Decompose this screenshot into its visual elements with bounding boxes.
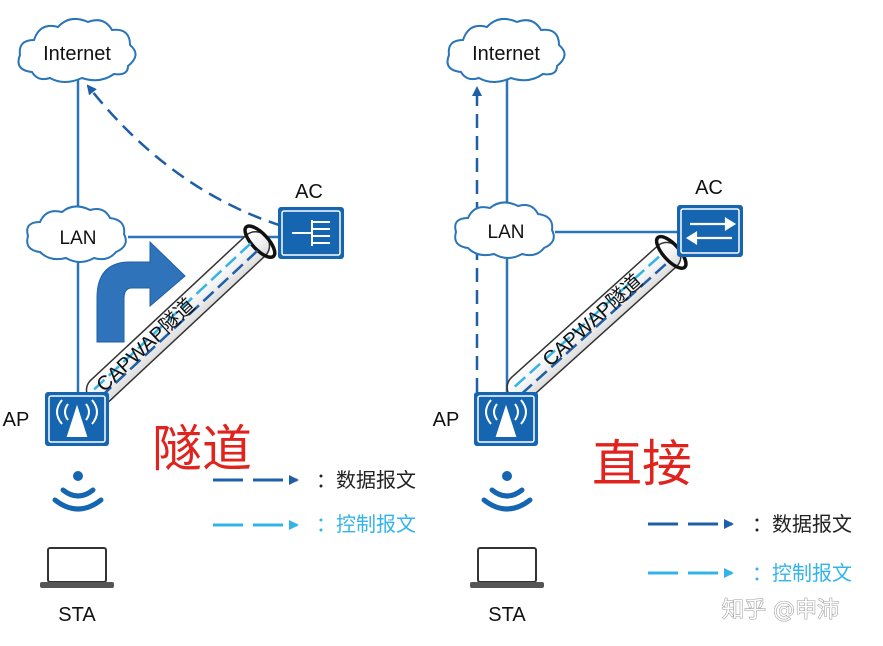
internet-label: Internet — [43, 43, 111, 65]
laptop-icon-r — [470, 547, 544, 588]
bent-arrow — [96, 240, 186, 343]
ap-device-r: AP — [433, 392, 538, 446]
internet-cloud-r: Internet — [446, 17, 566, 83]
capwap-tunnel-r: CAPWAP隧道 — [506, 234, 688, 403]
switch-icon — [292, 220, 330, 246]
mode-label-tunnel: 隧道 — [152, 420, 252, 478]
lan-cloud: LAN — [26, 205, 127, 263]
ac-label: AC — [295, 181, 323, 203]
sta-label: STA — [58, 604, 96, 626]
lan-label: LAN — [60, 228, 97, 249]
wifi-signal-icon-r — [481, 471, 533, 512]
right-panel: CAPWAP隧道 Internet LAN AC — [433, 17, 852, 626]
wireless-antenna-icon-r — [485, 399, 527, 437]
ap-label-r: AP — [433, 409, 460, 431]
lan-cloud-r: LAN — [454, 201, 555, 259]
sta-label-r: STA — [488, 604, 526, 626]
ac-device-r: AC — [677, 177, 743, 257]
legend-data-label: ：数据报文 — [316, 468, 416, 492]
wifi-signal-icon — [52, 471, 104, 512]
laptop-icon — [40, 547, 114, 588]
ac-label-r: AC — [695, 177, 723, 199]
legend-right: ：数据报文 ：控制报文 — [648, 512, 852, 585]
legend-control-label-r: ：控制报文 — [752, 561, 852, 585]
legend-data-label-r: ：数据报文 — [752, 512, 852, 536]
left-panel: CAPWAP隧道 Internet LAN — [3, 17, 416, 626]
data-flow-ac-internet — [86, 84, 283, 228]
exchange-arrows-icon — [685, 217, 737, 245]
ap-device: AP — [3, 392, 109, 446]
internet-label-r: Internet — [472, 43, 540, 65]
internet-cloud: Internet — [17, 17, 137, 83]
mode-label-direct: 直接 — [592, 435, 692, 493]
tunnel-label-r: CAPWAP隧道 — [538, 270, 647, 371]
wireless-antenna-icon — [56, 399, 98, 437]
lan-label-r: LAN — [488, 222, 525, 243]
watermark: 知乎 @申沛 — [722, 598, 839, 623]
ac-device: AC — [278, 181, 344, 259]
legend-left: ：数据报文 ：控制报文 — [213, 468, 416, 536]
ap-label: AP — [3, 409, 30, 431]
legend-control-label: ：控制报文 — [316, 512, 416, 536]
